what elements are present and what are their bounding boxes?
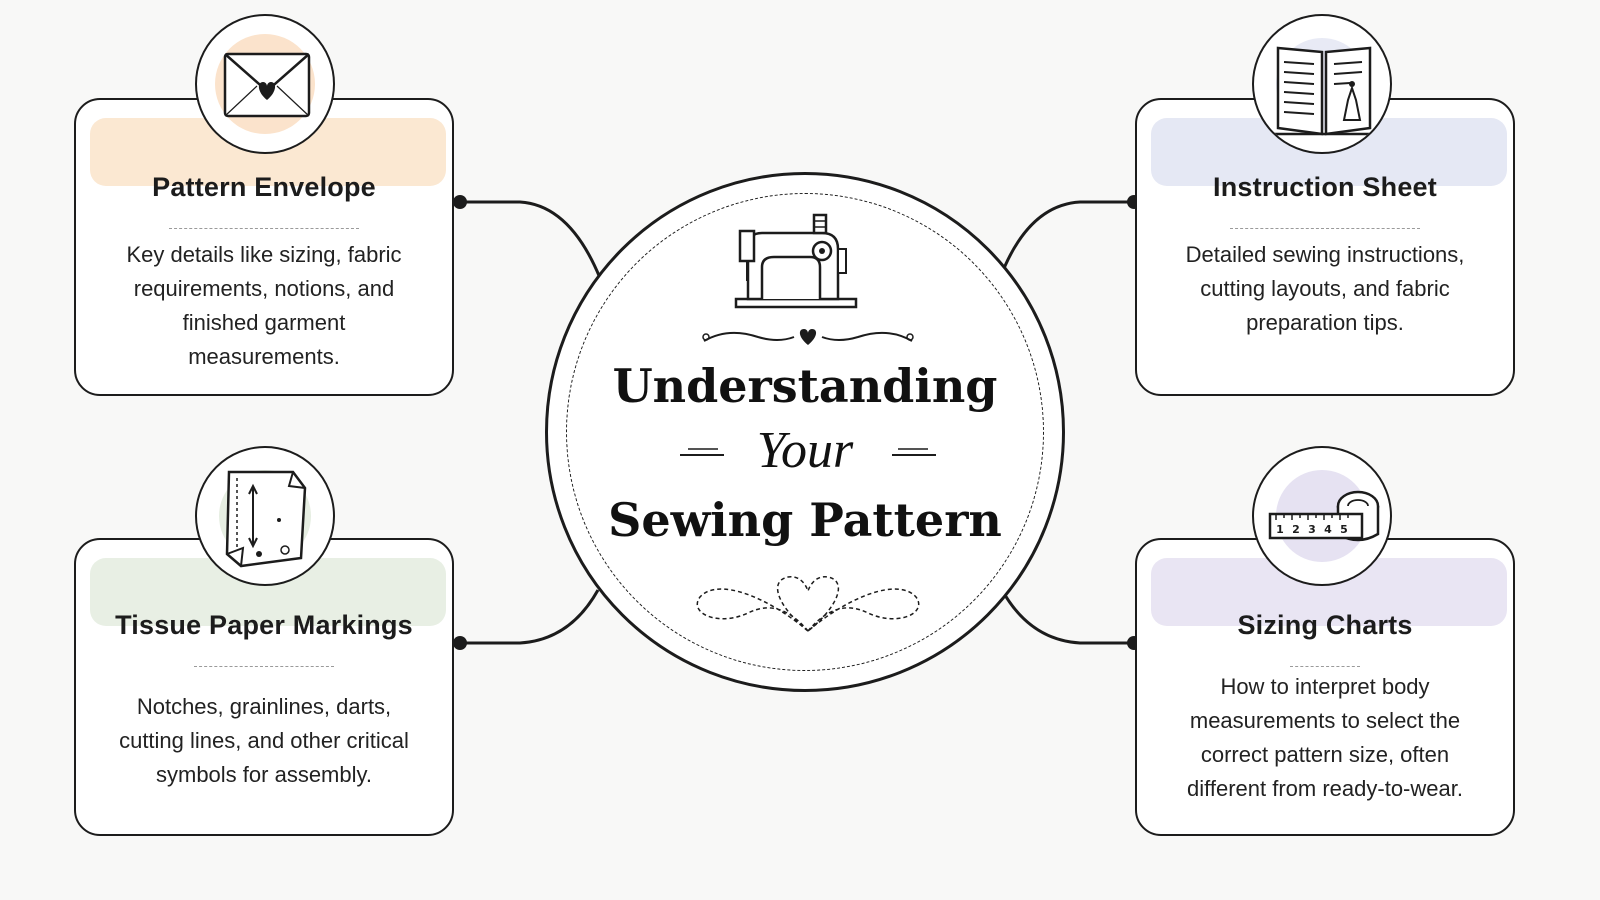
connector-dot-tissue-paper <box>453 636 467 650</box>
card-description: How to interpret body measurements to se… <box>1187 674 1463 801</box>
stitched-ring <box>566 193 1044 671</box>
open-booklet-icon <box>1252 14 1392 154</box>
card-sizing-charts: Sizing Charts How to interpret body meas… <box>1135 538 1515 836</box>
tissue-paper-icon <box>195 446 335 586</box>
card-title: Tissue Paper Markings <box>115 610 413 640</box>
card-title: Pattern Envelope <box>152 172 376 202</box>
card-divider <box>169 228 359 229</box>
title-line-2: Your <box>756 422 854 479</box>
tape-number: 2 <box>1292 523 1300 536</box>
tape-number: 1 <box>1276 523 1284 536</box>
card-title: Sizing Charts <box>1237 610 1413 640</box>
heart-flourish-icon <box>702 329 914 345</box>
card-divider <box>1230 228 1420 229</box>
tape-number: 3 <box>1308 523 1316 536</box>
center-title-circle: Understanding Your Sewing Pattern <box>545 172 1065 692</box>
envelope-heart-icon <box>195 14 335 154</box>
sewing-machine-icon <box>734 213 858 309</box>
card-title: Instruction Sheet <box>1213 172 1437 202</box>
connector-pattern-envelope <box>460 200 602 279</box>
connector-sizing-charts <box>1000 589 1134 645</box>
title-line-1: Understanding <box>612 359 998 413</box>
card-divider <box>194 666 334 667</box>
tape-number: 4 <box>1324 523 1332 536</box>
card-divider <box>1290 666 1360 667</box>
tape-measure-icon: 1 2 3 4 5 <box>1252 446 1392 586</box>
heart-stitch-flourish <box>696 576 920 632</box>
connector-instruction-sheet <box>998 200 1134 279</box>
card-description: Key details like sizing, fabric requirem… <box>126 242 402 369</box>
title-line-2-flourish <box>680 448 936 456</box>
connector-dot-pattern-envelope <box>453 195 467 209</box>
card-description: Notches, grainlines, darts, cutting line… <box>119 694 409 787</box>
title-line-3: Sewing Pattern <box>608 493 1002 547</box>
tape-number: 5 <box>1340 523 1348 536</box>
card-description: Detailed sewing instructions, cutting la… <box>1185 242 1465 335</box>
connector-tissue-paper <box>460 589 600 645</box>
card-tissue-paper-markings: Tissue Paper Markings Notches, grainline… <box>74 538 454 836</box>
